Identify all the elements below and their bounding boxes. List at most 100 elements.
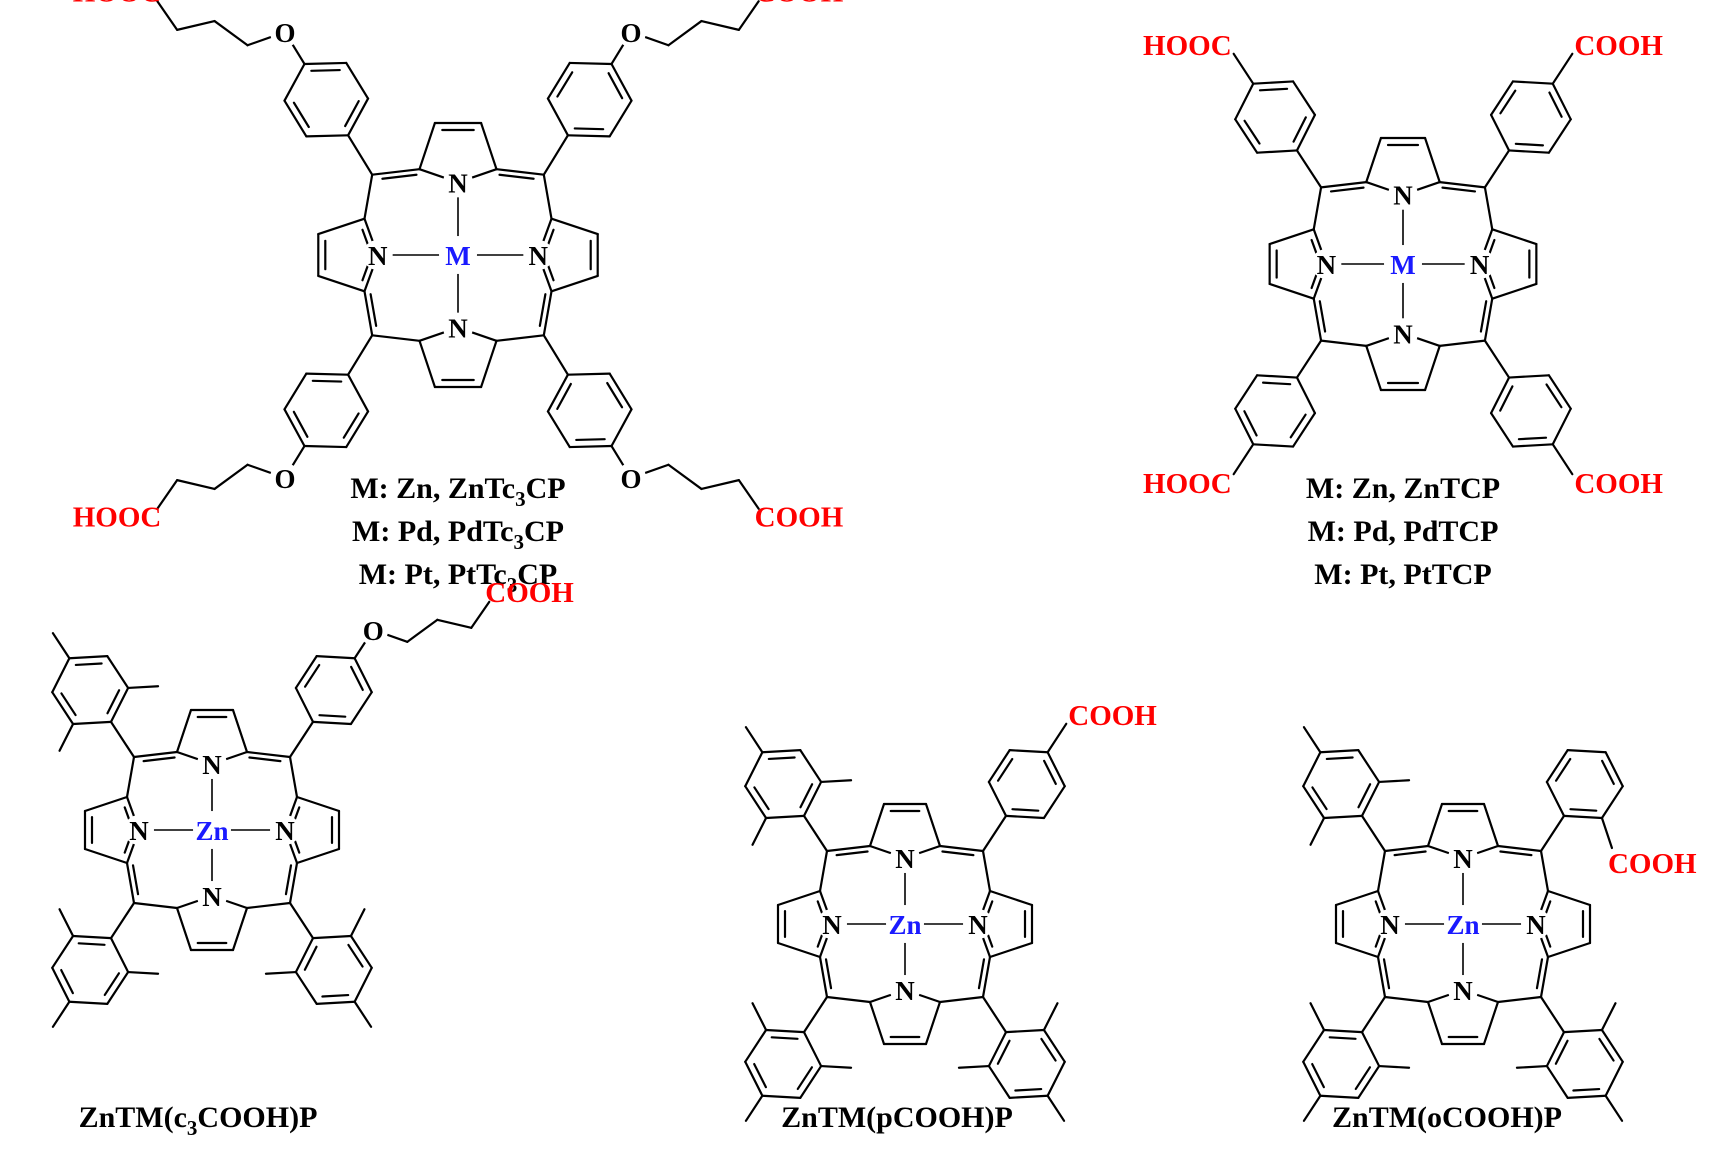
nitrogen-atom-bottom: N xyxy=(1393,319,1413,349)
nitrogen-atom-left-mask xyxy=(124,815,154,845)
metal-mask xyxy=(1444,905,1482,943)
nitrogen-atom-right: N xyxy=(1470,250,1490,280)
carboxylic-acid-label: HOOC xyxy=(1143,30,1232,62)
nitrogen-atom-bottom-mask xyxy=(1448,975,1478,1005)
nitrogen-atom-bottom: N xyxy=(1453,976,1473,1006)
nitrogen-atom-top: N xyxy=(202,750,222,780)
mesityl-top-left xyxy=(51,632,160,759)
ether-oxygen: O xyxy=(274,464,295,494)
nitrogen-atom-top: N xyxy=(1453,844,1473,874)
metal-center: M xyxy=(1390,250,1415,280)
structure-m-tcp-core xyxy=(1268,136,1538,392)
structure-m-tc3cp: NNNNMOHOOCOCOOHOHOOCOCOOH xyxy=(73,0,844,534)
ether-oxygen-mask xyxy=(616,17,647,48)
metal-center: Zn xyxy=(888,910,921,940)
nitrogen-atom-top: N xyxy=(895,844,915,874)
nitrogen-atom-bottom: N xyxy=(202,882,222,912)
nitrogen-atom-left: N xyxy=(368,241,388,271)
ether-oxygen: O xyxy=(621,18,642,48)
nitrogen-atom-right-mask xyxy=(1464,249,1495,279)
nitrogen-atom-right-mask xyxy=(963,909,993,939)
metal-mask xyxy=(439,236,477,274)
carboxylic-acid-label: COOH xyxy=(1574,468,1663,500)
caption-ocooh: ZnTM(oCOOH)P xyxy=(1332,1101,1562,1134)
mesityl-bottom-right xyxy=(957,995,1066,1122)
nitrogen-atom-right: N xyxy=(968,910,988,940)
metal-center: Zn xyxy=(195,816,228,846)
caption-c3cooh-subscript: 3 xyxy=(187,1116,198,1140)
caption-tc3cp-2-suffix: CP xyxy=(517,558,557,591)
caption-tcp-1: M: Pd, PdTCP xyxy=(1308,515,1499,548)
nitrogen-atom-top-mask xyxy=(443,167,473,198)
mesityl-bottom-right xyxy=(1515,995,1624,1122)
nitrogen-atom-top: N xyxy=(448,168,468,198)
caption-tc3cp-1-suffix: CP xyxy=(524,515,564,548)
butoxyphenyl-bottom-left: O HOOC xyxy=(73,334,374,534)
caption-tcp-0: M: Zn, ZnTCP xyxy=(1306,472,1500,505)
ether-oxygen: O xyxy=(363,616,384,646)
carboxyphenyl-top-left: HOOC xyxy=(1143,30,1323,189)
nitrogen-atom-right-mask xyxy=(523,240,554,270)
nitrogen-atom-bottom-mask xyxy=(197,881,227,911)
mesityl-bottom-right xyxy=(264,901,373,1028)
carboxyphenyl-top-right: COOH xyxy=(981,700,1157,853)
butoxyphenyl-bottom-right: O COOH xyxy=(542,334,844,534)
nitrogen-atom-left-mask xyxy=(1375,909,1405,939)
carboxylic-acid-label: COOH xyxy=(1068,700,1157,732)
metal-mask xyxy=(193,811,231,849)
carboxylic-acid-label: HOOC xyxy=(73,502,162,534)
caption-tc3cp-2: M: Pt, PtTc3CP xyxy=(359,558,558,597)
caption-tc3cp-0-suffix: CP xyxy=(526,472,566,505)
ether-oxygen-mask xyxy=(269,462,300,493)
nitrogen-atom-bottom-mask xyxy=(890,975,920,1005)
caption-c3cooh: ZnTM(c3COOH)P xyxy=(79,1101,318,1140)
nitrogen-atom-left-mask xyxy=(817,909,847,939)
metal-mask xyxy=(1384,245,1422,283)
nitrogen-atom-top-mask xyxy=(1388,179,1418,210)
nitrogen-atom-right: N xyxy=(529,241,549,271)
nitrogen-atom-left: N xyxy=(1317,250,1337,280)
carboxylic-acid-label: COOH xyxy=(755,0,844,8)
carboxylic-acid-label: HOOC xyxy=(1143,468,1232,500)
nitrogen-atom-left: N xyxy=(1380,910,1400,940)
caption-pcooh: ZnTM(pCOOH)P xyxy=(781,1101,1013,1134)
caption-c3cooh-main: ZnTM(c xyxy=(79,1101,187,1134)
nitrogen-atom-bottom-mask xyxy=(443,312,473,343)
metal-center: M xyxy=(445,241,470,271)
nitrogen-atom-left: N xyxy=(822,910,842,940)
caption-tc3cp-1-main: M: Pd, PdTc xyxy=(352,515,513,548)
nitrogen-atom-left: N xyxy=(129,816,149,846)
ether-oxygen: O xyxy=(621,464,642,494)
carboxylic-acid-label: COOH xyxy=(1574,30,1663,62)
ether-oxygen-mask xyxy=(616,462,647,493)
nitrogen-atom-top: N xyxy=(1393,181,1413,211)
caption-c3cooh-suffix: COOH)P xyxy=(197,1101,317,1134)
structure-m-tcp: N N N N M HOOC COOH HOOC COOH xyxy=(1143,30,1663,500)
nitrogen-atom-right: N xyxy=(275,816,295,846)
nitrogen-atom-top-mask xyxy=(1448,843,1478,873)
nitrogen-atom-bottom-mask xyxy=(1388,318,1418,349)
metal-mask xyxy=(886,905,924,943)
caption-tc3cp-2-main: M: Pt, PtTc xyxy=(359,558,507,591)
structure-zntm-pcooh-p: N N N N Zn COOH xyxy=(744,700,1157,1122)
caption-tc3cp-0: M: Zn, ZnTc3CP xyxy=(350,472,565,511)
ether-oxygen-mask xyxy=(358,614,389,645)
carboxylic-acid-label: COOH xyxy=(1608,848,1697,880)
mesityl-bottom-left xyxy=(744,995,853,1122)
nitrogen-atom-right-mask xyxy=(1521,909,1551,939)
ether-oxygen-mask xyxy=(269,17,300,48)
nitrogen-atom-right-mask xyxy=(270,815,300,845)
metal-center: Zn xyxy=(1446,910,1479,940)
nitrogen-atom-bottom: N xyxy=(895,976,915,1006)
nitrogen-atom-left-mask xyxy=(1311,249,1342,279)
carboxylic-acid-label: COOH xyxy=(755,502,844,534)
caption-tc3cp-0-main: M: Zn, ZnTc xyxy=(350,472,515,505)
carboxylic-acid-label: HOOC xyxy=(73,0,162,8)
carboxyphenyl-top-right: COOH xyxy=(1483,30,1663,189)
ether-oxygen: O xyxy=(274,18,295,48)
nitrogen-atom-top-mask xyxy=(197,749,227,779)
